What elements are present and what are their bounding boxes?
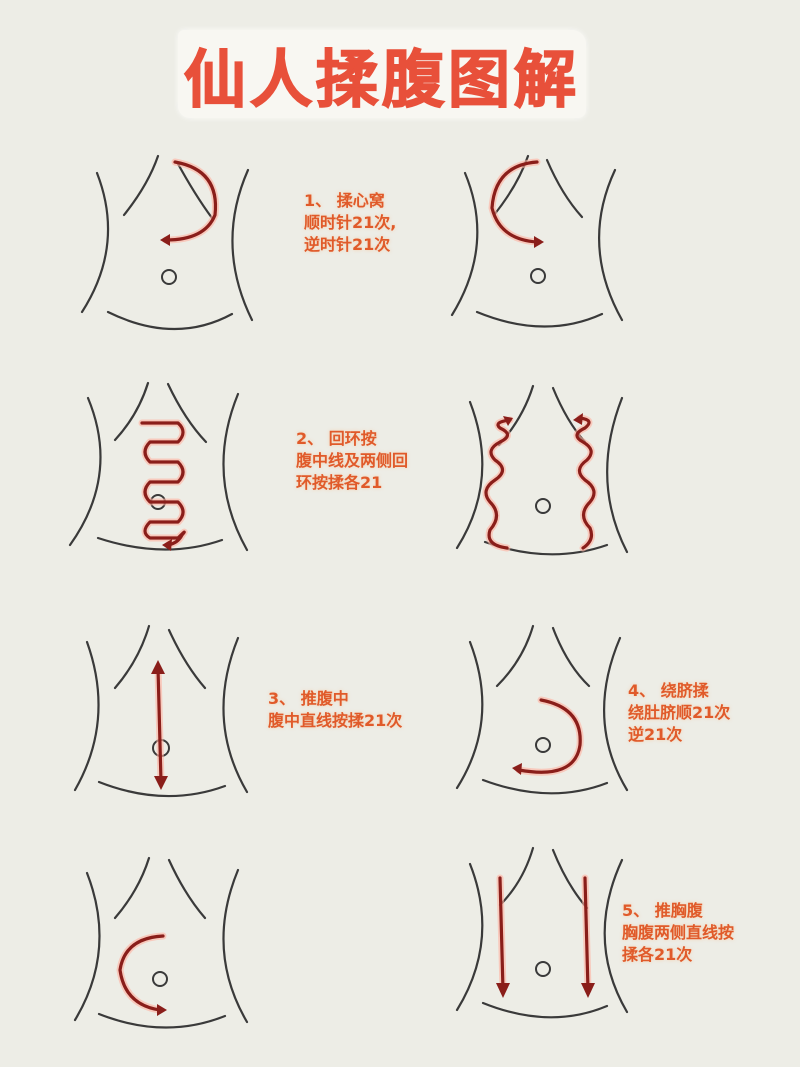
abdomen-outline-icon (455, 846, 629, 1019)
step-line: 腹中直线按揉21次 (268, 711, 403, 730)
navel-icon (535, 737, 551, 753)
down-arrow-right-icon (583, 876, 590, 992)
step-heading: 推腹中 (300, 689, 349, 708)
navel-icon (530, 268, 546, 284)
navel-icon (161, 269, 177, 285)
abdomen-outline-icon (450, 154, 624, 328)
step-line: 环按揉各21 (296, 473, 383, 492)
step-heading: 回环按 (328, 429, 377, 448)
step-line: 绕肚脐顺21次 (628, 703, 731, 722)
abdomen-outline-icon (455, 384, 629, 556)
abdomen-outline-icon (80, 154, 254, 331)
diagram-step1-right (450, 140, 640, 340)
navel-icon (535, 498, 551, 514)
title-banner: 仙人揉腹图解 (178, 30, 586, 118)
step-1-text: 1、 揉心窝 顺时针21次, 逆时针21次 (304, 190, 396, 256)
down-arrow-left-icon (498, 876, 505, 992)
step-number: 2、 (296, 429, 324, 448)
step-line: 逆时针21次 (304, 235, 391, 254)
abdomen-outline-icon (455, 624, 629, 795)
step-heading: 推胸腹 (654, 901, 703, 920)
step-line: 胸腹两侧直线按 (622, 923, 735, 942)
abdomen-outline-icon (73, 856, 249, 1029)
clockwise-arrow-icon (164, 160, 218, 242)
step-4-text: 4、 绕脐揉 绕肚脐顺21次 逆21次 (628, 680, 730, 746)
wavy-arrow-left-icon (484, 418, 512, 550)
counterclockwise-arrow-icon (490, 160, 540, 244)
step-line: 顺时针21次, (304, 213, 397, 232)
diagram-step3 (73, 610, 255, 820)
step-line: 腹中线及两侧回 (296, 451, 409, 470)
abdomen-outline-icon (68, 381, 249, 552)
counterclockwise-arrow-icon (118, 934, 165, 1012)
page-title: 仙人揉腹图解 (183, 42, 580, 117)
clockwise-arrow-icon (517, 698, 582, 774)
step-line: 逆21次 (628, 725, 683, 744)
wavy-arrow-right-icon (575, 416, 596, 550)
zigzag-arrow-icon (140, 421, 186, 547)
navel-icon (152, 971, 168, 987)
step-heading: 揉心窝 (336, 191, 385, 210)
step-5-text: 5、 推胸腹 胸腹两侧直线按 揉各21次 (622, 900, 734, 966)
step-3-text: 3、 推腹中 腹中直线按揉21次 (268, 688, 402, 732)
diagram-step4-bottom (73, 840, 255, 1050)
diagram-step2-left (60, 380, 260, 560)
diagram-step4-top (455, 610, 635, 820)
diagram-step5 (455, 840, 635, 1050)
navel-icon (535, 961, 551, 977)
step-number: 5、 (622, 901, 650, 920)
step-number: 4、 (628, 681, 656, 700)
double-arrow-icon (156, 666, 163, 784)
step-line: 揉各21次 (622, 945, 693, 964)
abdomen-outline-icon (73, 624, 249, 798)
step-number: 1、 (304, 191, 332, 210)
step-number: 3、 (268, 689, 296, 708)
diagram-step2-right (455, 380, 645, 560)
step-heading: 绕脐揉 (660, 681, 709, 700)
diagram-step1-left (80, 140, 270, 340)
step-2-text: 2、 回环按 腹中线及两侧回 环按揉各21 (296, 428, 408, 494)
